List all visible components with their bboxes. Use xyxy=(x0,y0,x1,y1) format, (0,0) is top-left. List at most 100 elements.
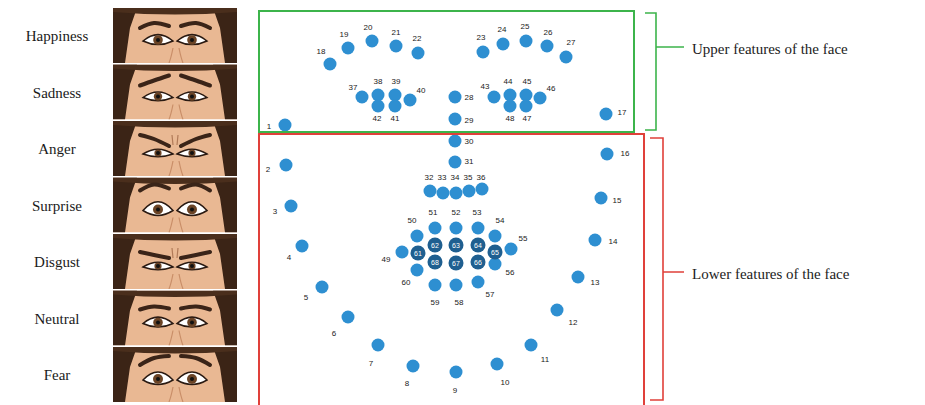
landmark-number: 34 xyxy=(451,174,460,182)
landmark-dot xyxy=(296,240,309,253)
landmark-number: 20 xyxy=(364,24,373,32)
face-picture xyxy=(113,178,237,233)
landmark-dot xyxy=(551,304,564,317)
landmark-number: 25 xyxy=(521,23,530,31)
landmark-dot xyxy=(525,339,538,352)
landmark-number: 11 xyxy=(541,356,549,364)
landmark-number: 66 xyxy=(474,259,482,266)
landmark-number: 32 xyxy=(425,174,434,182)
landmark-dot xyxy=(450,366,463,379)
upper-bracket xyxy=(645,13,684,130)
landmark-number: 9 xyxy=(453,387,457,395)
landmark-number: 62 xyxy=(431,242,439,249)
landmark-number: 24 xyxy=(498,26,507,34)
landmark-number: 40 xyxy=(417,87,426,95)
landmark-dot xyxy=(595,192,608,205)
landmark-dot xyxy=(477,46,490,59)
emotion-label: Surprise xyxy=(32,197,82,214)
landmark-dot xyxy=(429,222,442,235)
landmark-dot xyxy=(449,113,462,126)
landmark-number: 22 xyxy=(413,35,422,43)
landmark-dot xyxy=(449,238,464,253)
landmark-number: 65 xyxy=(491,249,499,256)
landmark-dot xyxy=(429,279,442,292)
emotion-label: Fear xyxy=(44,367,71,384)
landmark-dot xyxy=(488,245,503,260)
landmark-number: 4 xyxy=(287,254,291,262)
face-picture xyxy=(113,121,237,176)
face-column xyxy=(113,8,237,402)
landmark-dot xyxy=(437,187,450,200)
landmark-dot xyxy=(396,246,409,259)
landmark-number: 52 xyxy=(452,209,461,217)
emotion-label: Sadness xyxy=(33,84,81,101)
landmark-dot xyxy=(428,255,443,270)
landmark-number: 31 xyxy=(465,158,474,166)
landmark-number: 28 xyxy=(465,94,474,102)
landmark-number: 3 xyxy=(273,208,277,216)
landmark-dot xyxy=(601,148,614,161)
landmark-number: 19 xyxy=(340,31,349,39)
landmark-number: 47 xyxy=(523,115,532,123)
landmark-number: 51 xyxy=(429,209,438,217)
landmark-dot xyxy=(342,311,355,324)
landmark-number: 17 xyxy=(618,109,627,117)
landmark-dot xyxy=(404,94,417,107)
landmark-number: 54 xyxy=(496,217,505,225)
landmark-number: 23 xyxy=(477,34,486,42)
landmark-dot xyxy=(541,40,554,53)
landmark-dot xyxy=(285,200,298,213)
landmark-dot xyxy=(504,100,517,113)
landmark-number: 63 xyxy=(452,242,460,249)
landmark-dot xyxy=(520,100,533,113)
landmark-number: 57 xyxy=(486,291,495,299)
landmark-number: 48 xyxy=(506,115,515,123)
emotion-label: Neutral xyxy=(35,310,80,327)
landmark-dot xyxy=(491,358,504,371)
landmark-number: 45 xyxy=(523,78,532,86)
landmark-number: 41 xyxy=(391,115,400,123)
landmark-number: 33 xyxy=(438,174,447,182)
landmark-dot xyxy=(476,183,489,196)
landmark-number: 50 xyxy=(408,217,417,225)
landmark-dot xyxy=(342,42,355,55)
landmark-number: 56 xyxy=(506,269,515,277)
landmark-number: 21 xyxy=(392,29,401,37)
region-label: Upper features of the face xyxy=(692,41,848,58)
emotion-label: Happiness xyxy=(26,28,89,45)
landmark-dot xyxy=(356,91,369,104)
face-picture xyxy=(113,347,237,402)
landmark-number: 6 xyxy=(332,330,336,338)
landmark-number: 36 xyxy=(477,174,486,182)
landmark-number: 55 xyxy=(519,235,528,243)
landmark-dot xyxy=(390,40,403,53)
region-label: Lower features of the face xyxy=(692,266,849,283)
landmark-number: 2 xyxy=(266,166,270,174)
landmark-dot xyxy=(389,100,402,113)
landmark-number: 35 xyxy=(464,174,473,182)
landmark-number: 64 xyxy=(474,242,482,249)
landmark-dot xyxy=(450,279,463,292)
landmark-number: 68 xyxy=(431,259,439,266)
landmark-number: 59 xyxy=(431,299,440,307)
landmark-number: 46 xyxy=(547,85,556,93)
lower-bracket xyxy=(650,138,684,400)
face-picture xyxy=(113,65,237,120)
emotion-label: Anger xyxy=(38,141,76,158)
landmark-dot xyxy=(471,255,486,270)
landmark-dot xyxy=(472,276,485,289)
emotion-label: Disgust xyxy=(34,254,80,271)
landmark-number: 1 xyxy=(267,123,271,131)
landmark-dot xyxy=(449,156,462,169)
landmark-number: 44 xyxy=(504,78,513,86)
landmark-dot xyxy=(450,222,463,235)
landmark-dot xyxy=(411,264,424,277)
landmark-dot xyxy=(472,222,485,235)
landmark-dot xyxy=(324,58,337,71)
landmark-number: 67 xyxy=(452,260,460,267)
landmark-dot xyxy=(505,243,518,256)
landmark-dot xyxy=(600,108,613,121)
landmark-dot xyxy=(520,35,533,48)
